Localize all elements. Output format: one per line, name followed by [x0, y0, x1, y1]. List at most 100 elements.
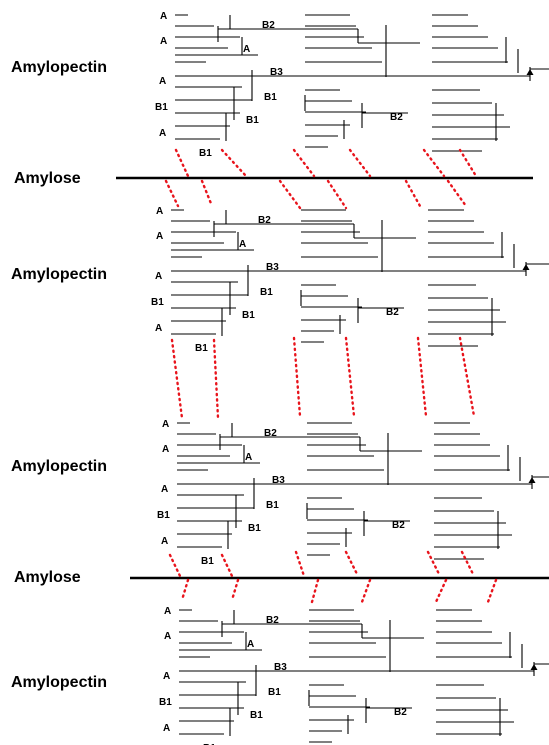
chain-type-label: A — [155, 323, 162, 334]
interaction-dots — [416, 336, 428, 418]
amylose-amylopectin-interactions — [164, 148, 498, 604]
chain-type-label: A — [243, 44, 250, 55]
interaction-dots — [344, 550, 360, 578]
chain-type-label: B2 — [258, 215, 271, 226]
chain-type-label: B2 — [264, 428, 277, 439]
amylose-label-1: Amylose — [14, 170, 81, 187]
chain-type-label: A — [164, 606, 171, 617]
chain-type-label: A — [155, 271, 162, 282]
chain-type-label: B1 — [266, 500, 279, 511]
chain-type-label: A — [239, 239, 246, 250]
chain-type-label: B1 — [260, 287, 273, 298]
chain-type-label: B3 — [274, 662, 287, 673]
interaction-dots — [230, 578, 240, 602]
interaction-dots — [294, 550, 306, 578]
chain-type-label: A — [160, 11, 167, 22]
chain-type-label: A — [159, 128, 166, 139]
interaction-dots — [220, 553, 234, 578]
amylopectin-branches — [171, 209, 549, 347]
chain-type-label: B1 — [201, 556, 214, 567]
chain-type-label: A — [163, 723, 170, 734]
interaction-dots — [310, 578, 320, 604]
amylopectin-label-1: Amylopectin — [11, 59, 107, 76]
chain-type-label: A — [162, 444, 169, 455]
reducing-end-arrow — [530, 664, 538, 670]
amylopectin-label-4: Amylopectin — [11, 674, 107, 691]
interaction-dots — [458, 148, 478, 178]
chain-type-label: A — [156, 206, 163, 217]
interaction-dots — [326, 179, 348, 210]
interaction-dots — [164, 179, 180, 208]
chain-type-label: B1 — [264, 92, 277, 103]
interaction-dots — [292, 148, 316, 178]
chain-type-label: B1 — [195, 343, 208, 354]
interaction-dots — [278, 179, 302, 210]
interaction-dots — [168, 553, 182, 578]
chain-type-label: B1 — [246, 115, 259, 126]
amylopectin-branches — [175, 14, 549, 152]
reducing-end-arrow — [522, 264, 530, 270]
amylopectin-clusters: AAB2AAB3B1B1B1AB1B2AAB2AAB3B1B1B1AB1B2AA… — [151, 11, 549, 745]
chain-type-label: B2 — [390, 112, 403, 123]
chain-type-label: B3 — [266, 262, 279, 273]
chain-type-label: B2 — [266, 615, 279, 626]
chain-type-label: A — [159, 76, 166, 87]
interaction-dots — [170, 338, 184, 420]
chain-type-label: A — [156, 231, 163, 242]
chain-type-label: A — [160, 36, 167, 47]
interaction-dots — [446, 179, 468, 208]
chain-type-label: B3 — [270, 67, 283, 78]
amylose-label-2: Amylose — [14, 569, 81, 586]
interaction-dots — [458, 336, 476, 418]
chain-type-label: B1 — [248, 523, 261, 534]
interaction-dots — [404, 179, 422, 208]
interaction-dots — [292, 336, 302, 418]
side-labels: Amylopectin Amylose Amylopectin Amylopec… — [11, 59, 107, 691]
chain-type-label: A — [161, 484, 168, 495]
chain-type-label: B1 — [268, 687, 281, 698]
interaction-dots — [460, 550, 476, 578]
chain-type-label: B1 — [155, 102, 168, 113]
chain-type-label: A — [163, 671, 170, 682]
chain-type-label: B1 — [250, 710, 263, 721]
chain-type-label: B1 — [242, 310, 255, 321]
interaction-dots — [434, 578, 448, 604]
chain-type-label: B2 — [262, 20, 275, 31]
amylopectin-branches — [179, 609, 549, 743]
chain-type-label: A — [161, 536, 168, 547]
reducing-end-arrow — [526, 69, 534, 75]
interaction-dots — [174, 148, 190, 178]
chain-type-label: B1 — [159, 697, 172, 708]
chain-type-label: B2 — [394, 707, 407, 718]
interaction-dots — [344, 336, 356, 418]
chain-type-label: B1 — [157, 510, 170, 521]
chain-type-label: B2 — [392, 520, 405, 531]
amylose-chains — [116, 176, 549, 580]
chain-type-label: B1 — [199, 148, 212, 159]
interaction-dots — [180, 578, 190, 602]
reducing-end-arrow — [528, 477, 536, 483]
amylopectin-branches — [177, 422, 549, 560]
interaction-dots — [220, 148, 248, 178]
amylopectin-label-2: Amylopectin — [11, 266, 107, 283]
chain-type-label: B3 — [272, 475, 285, 486]
chain-type-label: A — [247, 639, 254, 650]
chain-type-label: A — [245, 452, 252, 463]
interaction-dots — [422, 148, 446, 178]
interaction-dots — [212, 338, 220, 420]
interaction-dots — [426, 550, 442, 578]
chain-type-label: B1 — [151, 297, 164, 308]
chain-type-label: B2 — [386, 307, 399, 318]
interaction-dots — [360, 578, 372, 604]
chain-type-label: A — [162, 419, 169, 430]
chain-type-label: B1 — [203, 743, 216, 745]
interaction-dots — [348, 148, 372, 178]
chain-type-label: A — [164, 631, 171, 642]
interaction-dots — [486, 578, 498, 604]
amylopectin-label-3: Amylopectin — [11, 458, 107, 475]
